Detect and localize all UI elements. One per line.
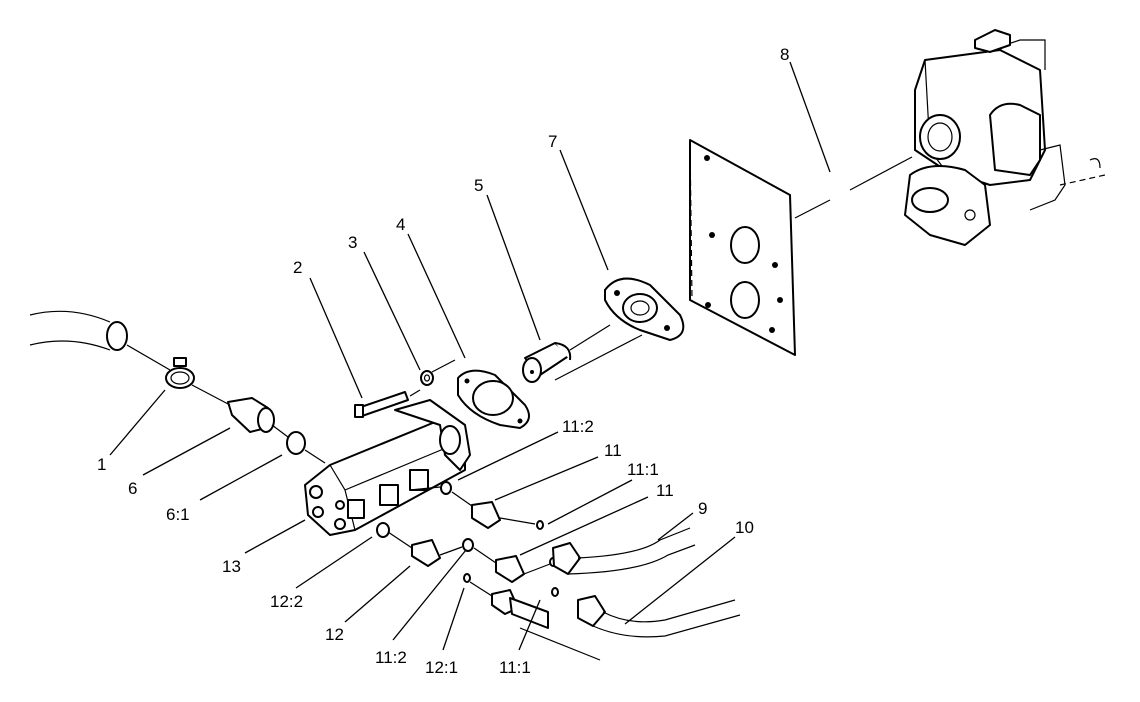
- hose-barb-fitting: [227, 397, 275, 433]
- callout-6: 6: [128, 479, 137, 498]
- callout-12-2: 12:2: [270, 592, 303, 611]
- callout-labels: 1 2 3 4 5 6 6:1 7 8 9 10 11 11 11:1 11:1…: [97, 45, 789, 677]
- callout-9: 9: [698, 499, 707, 518]
- bolt: [354, 391, 409, 418]
- callout-8: 8: [780, 45, 789, 64]
- callout-7: 7: [548, 132, 557, 151]
- gasket: [457, 369, 530, 429]
- callout-12-1: 12:1: [425, 658, 458, 677]
- valve-manifold-body: [304, 399, 471, 536]
- pump-motor-assembly: [904, 29, 1106, 246]
- callout-3: 3: [348, 233, 357, 252]
- callout-5: 5: [474, 176, 483, 195]
- callout-11-a: 11: [604, 441, 622, 460]
- callout-10: 10: [735, 518, 754, 537]
- callout-11-2-a: 11:2: [562, 417, 594, 436]
- leader-lines: [109, 61, 831, 651]
- callout-4: 4: [396, 215, 405, 234]
- callout-1: 1: [97, 455, 106, 474]
- callout-11-1-a: 11:1: [627, 460, 659, 479]
- callout-11-2-b: 11:2: [375, 648, 407, 667]
- callout-11-b: 11: [656, 481, 674, 500]
- callout-6-1: 6:1: [166, 505, 190, 524]
- tube-9: [552, 527, 696, 575]
- flange-bearing: [604, 277, 685, 341]
- suction-hose: [29, 310, 128, 351]
- callout-11-1-b: 11:1: [499, 658, 531, 677]
- callout-12: 12: [325, 625, 344, 644]
- assembly-axis-lines: [126, 156, 913, 597]
- fittings-and-o-rings: [376, 481, 559, 629]
- shaft-coupler: [522, 342, 572, 383]
- washer: [420, 370, 434, 386]
- hose-clamp: [165, 357, 195, 389]
- mounting-plate: [689, 139, 796, 356]
- callout-2: 2: [293, 258, 302, 277]
- callout-13: 13: [222, 557, 241, 576]
- o-ring-6-1: [286, 431, 306, 455]
- tube-10: [519, 595, 741, 661]
